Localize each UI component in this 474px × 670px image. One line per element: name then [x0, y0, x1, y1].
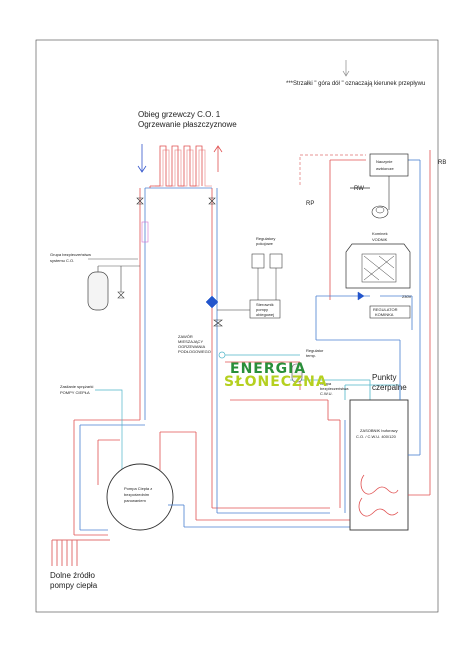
temp-regulators-line2: pokojowe: [256, 241, 274, 246]
safety-group-cwu-line3: C.W.U.: [320, 391, 333, 396]
heat-pump-line3: parowaniem: [124, 498, 146, 503]
watermark-line1: ENERGIA: [230, 361, 306, 377]
pump-controller-line2: pompy: [256, 307, 268, 312]
heating-title-2: Ogrzewanie płaszczyznowe: [138, 120, 237, 129]
mixing-valve-line4: PODŁOGOWEGO: [178, 349, 211, 354]
mixing-valve-icon: [213, 319, 223, 327]
heat-pump-unit: [106, 463, 174, 531]
draw-points-line2: czerpalne: [372, 383, 407, 392]
mixing-valve-line2: MIESZAJĄCY: [178, 339, 203, 344]
fireplace-line2: VODNIK: [372, 237, 388, 242]
tank-line2: C.O. / C.W.U. 400/120: [356, 434, 397, 439]
safety-group-cwu-line1: Grupa: [320, 381, 332, 386]
compressor-power-line1: Zasilanie sprężarki: [60, 384, 93, 389]
fireplace-line1: Kominek: [372, 231, 388, 236]
room-regulator-1: [251, 253, 265, 269]
mixing-valve-line1: ZAWÓR: [178, 334, 193, 339]
compressor-power-line2: POMPY CIEPŁA: [60, 390, 90, 395]
rp-label: RP: [306, 201, 314, 207]
flow-legend-arrow-icon: [342, 60, 350, 77]
voltage-label: 230V: [402, 294, 412, 299]
expansion-vessel-line2: wzbiorcze: [376, 166, 395, 171]
valve-icon: [136, 197, 216, 205]
fireplace-pump-icon: [357, 291, 365, 301]
tank-line1: ZASOBNIK buforowy: [360, 428, 398, 433]
coil-down-arrow-icon: [137, 144, 147, 173]
coil-up-arrow-icon: [213, 145, 223, 172]
expansion-tank-icon: [87, 266, 109, 311]
safety-group-cwu-line2: bezpieczeństwa: [320, 386, 349, 391]
floor-heating-coil: [150, 145, 212, 187]
heating-risers: [139, 186, 218, 430]
expansion-vessel-box: [369, 153, 409, 177]
fireplace-regulator-line1: REGULATOR: [373, 307, 398, 312]
flow-note: ***Strzałki " góra dół " oznaczają kieru…: [286, 81, 425, 87]
expansion-vessel-line1: Naczynie: [376, 159, 393, 164]
draw-points-line1: Punkty: [372, 373, 396, 382]
buffer-tank-icon: [349, 399, 409, 531]
watermark-line2: SŁONECZNA: [224, 374, 328, 390]
ground-source-line2: pompy ciepła: [50, 581, 98, 590]
cwu-expansion-tank-icon: [291, 363, 303, 383]
rb-label: RB: [438, 160, 446, 166]
rp-line: [299, 154, 366, 185]
filter-block: [141, 221, 149, 243]
regulator-temp-line2: temp.: [306, 353, 316, 358]
room-regulator-2: [269, 253, 283, 269]
safety-group-co-line1: Grupa bezpieczeństwa: [50, 252, 91, 257]
safety-group-co-line2: systemu C.O.: [50, 258, 74, 263]
tank-bottom-links: [339, 420, 346, 513]
heat-pump-outlets: [159, 430, 356, 528]
fireplace-regulator-box: [369, 305, 411, 319]
regulator-temp-line1: Regulator: [306, 348, 324, 353]
rw-label: RW: [354, 186, 364, 192]
safety-valve-icon: [117, 266, 125, 299]
frame: [35, 39, 439, 613]
fire-icon: [371, 205, 389, 219]
three-way-valve-icon: [218, 351, 226, 359]
pump-controller-line1: Sterownik: [256, 302, 274, 307]
circulation-pump-icon: [205, 295, 219, 309]
lower-loop: [73, 419, 145, 536]
mixing-valve-line3: OGRZEWANIA: [178, 344, 206, 349]
heat-pump-line1: Pompa Ciepła z: [124, 486, 152, 491]
fireplace-unit: [345, 243, 411, 289]
ground-source-loops: [51, 539, 110, 566]
pump-controller-box: [249, 299, 281, 319]
heat-pump-line2: bezpośrednim: [124, 492, 150, 497]
ground-source-line1: Dolne źródło: [50, 571, 95, 580]
heating-title-1: Obieg grzewczy C.O. 1: [138, 110, 221, 119]
temp-regulators-line1: Regulatory: [256, 236, 275, 241]
fireplace-regulator-line2: KOMINKA: [375, 312, 394, 317]
pump-controller-line3: obiegowej: [256, 312, 274, 317]
fireplace-circuit: [315, 150, 431, 496]
